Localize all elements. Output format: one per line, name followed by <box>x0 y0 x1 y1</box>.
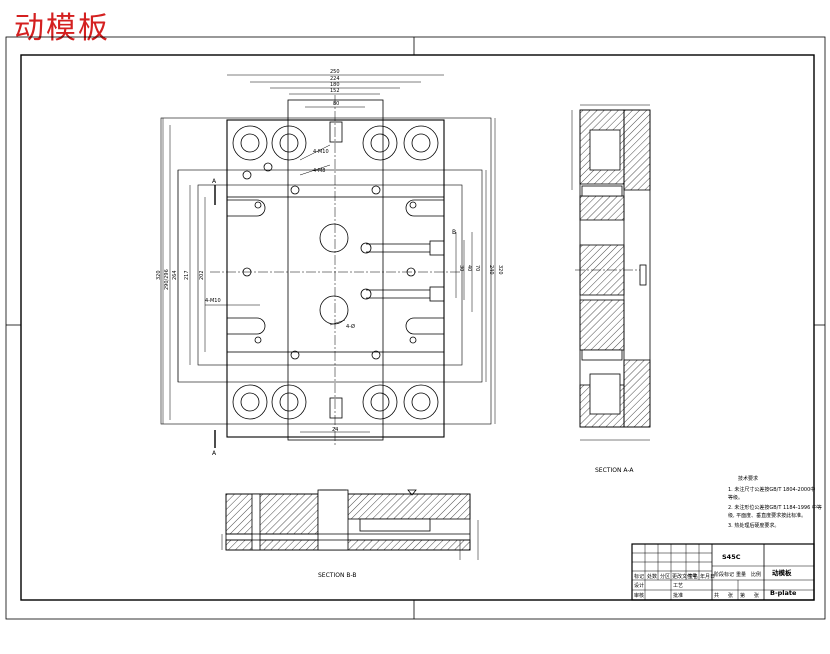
dim-left-2: 264 <box>172 270 178 280</box>
dim-right-2: 30 <box>458 265 464 271</box>
tb-sheet-0: 共 <box>714 592 719 599</box>
tb-scale-2: 比例 <box>751 571 761 578</box>
dim-right-1: 240 <box>488 265 494 275</box>
notes-title: 技术要求 <box>738 475 758 482</box>
plan-view <box>160 74 496 448</box>
material: S45C <box>722 553 741 561</box>
tb-header-0: 标记 <box>634 573 644 580</box>
cut-mark-a-top: A <box>212 178 217 185</box>
tb-header-5: 年月日 <box>700 573 715 580</box>
part-name-en: B-plate <box>770 589 797 597</box>
tb-header-3: 更改文件号 <box>672 573 697 580</box>
title-block <box>631 543 815 601</box>
cut-mark-a-bottom: A <box>212 450 217 457</box>
tb-scale-0: 阶段标记 <box>714 571 734 578</box>
tb-scale-1: 重量 <box>736 571 746 578</box>
dim-left-4: 202 <box>199 270 205 280</box>
section-aa-view <box>571 104 651 441</box>
tb-sheet-2: 第 <box>740 592 745 599</box>
section-bb-view <box>221 489 479 560</box>
tb-header-2: 分区 <box>660 573 670 580</box>
sprue-hole-upper <box>319 223 349 253</box>
tb-sheet-1: 张 <box>728 592 733 599</box>
outer-frame <box>5 36 826 620</box>
dim-left-0: 320 <box>156 270 162 280</box>
section-aa-label: SECTION A-A <box>595 467 634 474</box>
tb-header-1: 处数 <box>647 573 657 580</box>
tb-sheet-3: 张 <box>754 592 759 599</box>
dim-top-2: 180 <box>330 82 340 88</box>
note-line-2: 2. 未注形位公差按GB/T 1184-1996 中等 <box>728 504 822 511</box>
tb-role-0: 设计 <box>634 582 644 589</box>
dim-top-1: 224 <box>330 76 340 82</box>
tb-role-2: 工艺 <box>673 583 683 589</box>
tb-role-1: 审核 <box>634 592 644 599</box>
callout-2: 4-Ø <box>346 323 355 330</box>
technical-notes: 技术要求 1. 未注尺寸公差按GB/T 1804-2000中 等级。 2. 未注… <box>728 475 822 529</box>
callout-0: 4-M10 <box>313 149 329 155</box>
dim-right-4: 70 <box>474 265 480 271</box>
note-line-1: 等级。 <box>728 494 743 501</box>
note-line-4: 3. 热处理后硬度要求。 <box>728 522 779 529</box>
section-bb-label: SECTION B-B <box>318 572 357 579</box>
dim-right-0: 320 <box>497 265 503 275</box>
dim-top-3: 152 <box>330 88 340 94</box>
dim-top-4: 80 <box>333 101 339 107</box>
note-line-0: 1. 未注尺寸公差按GB/T 1804-2000中 <box>728 486 815 493</box>
cut-mark-b: B <box>452 229 456 236</box>
tb-header-4: 签名 <box>688 573 698 580</box>
callout-3: 4-M10 <box>205 298 221 304</box>
guide-hole-tl <box>232 125 268 161</box>
dim-left-3: 217 <box>184 270 190 280</box>
dim-right-3: 40 <box>466 265 472 271</box>
drawing-title: 动模板 <box>14 11 110 46</box>
part-name: 动模板 <box>772 568 792 577</box>
sprue-hole-lower <box>319 295 349 325</box>
callout-1: 4-M8 <box>313 168 325 174</box>
dim-left-1: 290/296 <box>164 269 170 290</box>
guide-hole-bl <box>232 384 268 420</box>
dim-top-0: 250 <box>330 69 340 75</box>
inner-frame <box>20 54 815 601</box>
tb-role-3: 批准 <box>673 592 683 599</box>
note-line-3: 级, 平面度、垂直度要求按此标准。 <box>728 512 806 519</box>
dim-bottom-0: 24 <box>332 427 338 433</box>
